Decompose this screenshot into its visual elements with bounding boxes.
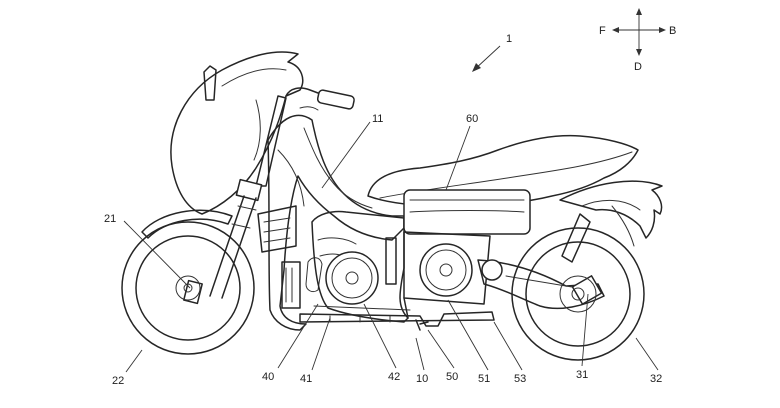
ref-label-50: 50 — [446, 371, 458, 383]
ref-label-41: 41 — [300, 373, 312, 385]
side-panels — [257, 205, 323, 309]
front-fork — [183, 95, 287, 305]
rear-wheel — [511, 227, 645, 361]
ref-label-11: 11 — [372, 113, 383, 125]
leader-lines — [123, 45, 659, 373]
engine-housing — [311, 210, 409, 323]
ref-label-60: 60 — [466, 113, 478, 125]
handlebar — [285, 87, 355, 111]
direction-indicator — [612, 8, 666, 56]
ref-label-31: 31 — [576, 369, 588, 381]
motor-generator-51 — [419, 243, 473, 297]
ref-label-32: 32 — [650, 373, 662, 385]
ref-label-21: 21 — [104, 213, 116, 225]
direction-forward-label: F — [599, 25, 606, 37]
rear-suspension — [561, 205, 635, 263]
front-wheel — [121, 221, 255, 355]
ref-label-42: 42 — [388, 371, 400, 383]
battery-box-60 — [403, 189, 531, 305]
ref-label-53: 53 — [514, 373, 526, 385]
direction-back-label: B — [669, 25, 676, 37]
windscreen-cowl — [170, 51, 304, 215]
figure-number-label: 1 — [506, 33, 512, 45]
rear-fender — [559, 180, 663, 239]
direction-down-label: D — [634, 61, 642, 73]
drive-unit-50 — [299, 297, 495, 331]
ref-label-22: 22 — [112, 375, 124, 387]
ref-label-10: 10 — [416, 373, 428, 385]
vehicle-frame — [267, 114, 405, 331]
front-fender — [141, 209, 233, 239]
swing-arm — [477, 259, 605, 310]
ref-label-51: 51 — [478, 373, 490, 385]
ref-label-40: 40 — [262, 371, 274, 383]
